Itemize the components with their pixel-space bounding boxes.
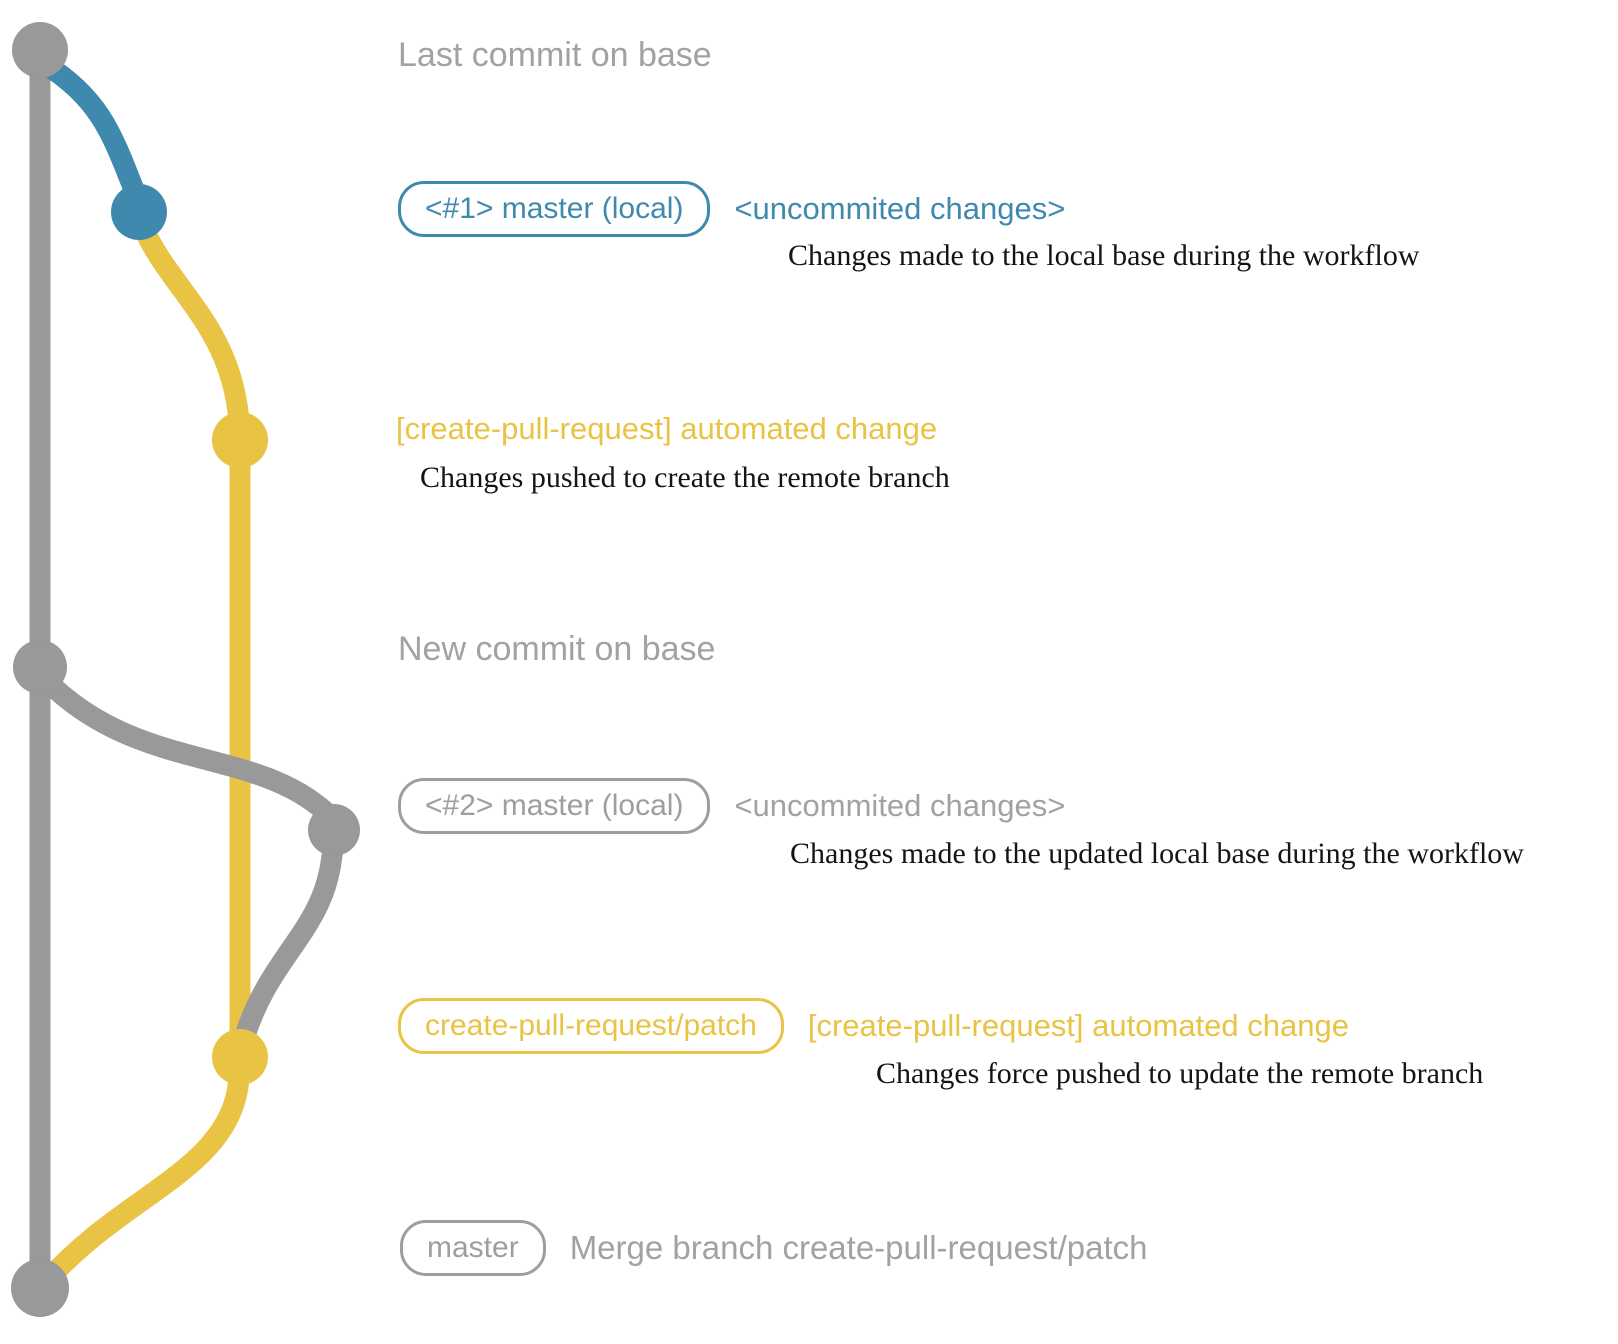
commit-row-remote-2: create-pull-request/patch [create-pull-r…	[398, 998, 1349, 1054]
local2-to-remote2-curve	[232, 831, 344, 1053]
commit-description-local-2: Changes made to the updated local base d…	[790, 837, 1524, 870]
commit-description-remote-2: Changes force pushed to update the remot…	[876, 1057, 1484, 1090]
annotation-new-commit: New commit on base	[398, 630, 716, 668]
commit-row-local-2: <#2> master (local) <uncommited changes>	[398, 778, 1065, 834]
commit-message-remote-2: [create-pull-request] automated change	[807, 1007, 1349, 1043]
commit-dot-merge	[11, 1259, 69, 1317]
branch-label-master-local-2: <#2> master (local)	[398, 778, 711, 834]
base-to-local1-curve	[31, 51, 149, 211]
commit-dot-remote-2	[212, 1029, 268, 1085]
commit-message-merge: Merge branch create-pull-request/patch	[569, 1228, 1148, 1266]
commit-description-remote-1: Changes pushed to create the remote bran…	[420, 461, 950, 494]
commit-message-local-1: <uncommited changes>	[734, 190, 1066, 226]
commit-message-remote-1: [create-pull-request] automated change	[396, 411, 938, 446]
annotation-last-commit: Last commit on base	[398, 36, 712, 74]
local1-to-remote1-curve	[129, 209, 251, 448]
commit-dot-local-2	[308, 804, 360, 856]
commit-row-local-1: <#1> master (local) <uncommited changes>	[398, 181, 1065, 237]
git-graph	[11, 22, 360, 1317]
commit-message-local-2: <uncommited changes>	[734, 787, 1066, 823]
base-to-local2-curve	[35, 669, 343, 829]
commit-dot-remote-1	[212, 412, 268, 468]
commit-row-merge: master Merge branch create-pull-request/…	[400, 1220, 1148, 1276]
branch-label-master: master	[400, 1220, 546, 1276]
commit-dot-last-base	[12, 22, 68, 78]
branch-label-create-pull-request-patch: create-pull-request/patch	[398, 998, 784, 1054]
commit-description-local-1: Changes made to the local base during th…	[788, 239, 1420, 272]
commit-dot-new-base	[13, 640, 67, 694]
branch-label-master-local-1: <#1> master (local)	[398, 181, 711, 237]
remote2-to-merge-curve	[35, 1067, 250, 1293]
commit-dot-local-1	[111, 184, 167, 240]
